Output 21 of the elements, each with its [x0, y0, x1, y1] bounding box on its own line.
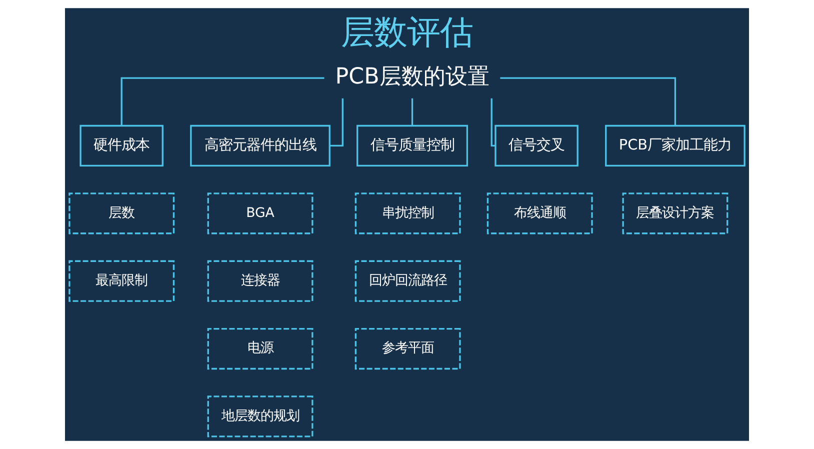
node-box: 连接器 — [207, 260, 314, 302]
node-box: 参考平面 — [354, 328, 461, 370]
node-box: 地层数的规划 — [207, 396, 314, 438]
node-box: 层叠设计方案 — [622, 192, 728, 234]
node-box: 最高限制 — [68, 260, 175, 302]
node-box: 信号质量控制 — [356, 124, 468, 167]
node-box: 串扰控制 — [354, 192, 461, 234]
connector — [500, 77, 676, 126]
connector — [411, 98, 414, 126]
node-box: 层数 — [68, 192, 175, 234]
node-box: 布线通顺 — [486, 192, 593, 234]
node-box: 电源 — [207, 328, 314, 370]
node-box: PCB厂家加工能力 — [605, 124, 746, 167]
node-text: PCB层数的设置 — [335, 64, 490, 90]
node-box: 回炉回流路径 — [354, 260, 461, 302]
diagram-title: 层数评估 — [341, 12, 473, 52]
node-box: 信号交叉 — [494, 124, 578, 167]
connector — [120, 77, 324, 126]
node-box: 高密元器件的出线 — [190, 124, 330, 167]
node-box: 硬件成本 — [80, 124, 164, 167]
node-box: BGA — [207, 192, 314, 234]
